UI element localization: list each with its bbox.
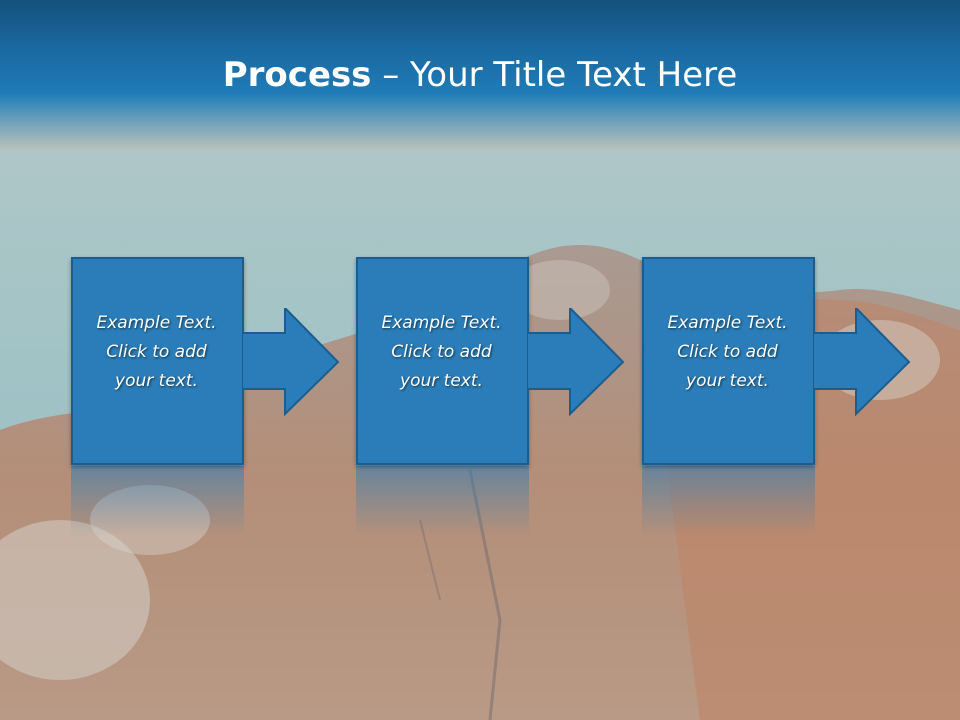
- step-3-box[interactable]: [642, 257, 815, 465]
- step-1-line-1: Example Text.: [96, 313, 217, 333]
- step-3-text[interactable]: Example Text. Click to add your text.: [650, 309, 805, 396]
- process-step-3[interactable]: Example Text. Click to add your text.: [642, 257, 911, 465]
- step-1-arrow-icon: [242, 308, 340, 417]
- step-2-reflection: [356, 466, 529, 536]
- process-step-2[interactable]: Example Text. Click to add your text.: [356, 257, 625, 465]
- step-3-reflection: [642, 466, 815, 536]
- step-2-box[interactable]: [356, 257, 529, 465]
- step-3-arrow-icon: [813, 308, 911, 417]
- title-bold: Process: [222, 55, 372, 95]
- step-1-reflection: [71, 466, 244, 536]
- step-1-line-3: your text.: [115, 371, 198, 391]
- title-rest: – Your Title Text Here: [371, 55, 738, 95]
- step-3-line-3: your text.: [686, 371, 769, 391]
- step-2-line-1: Example Text.: [381, 313, 502, 333]
- step-3-line-2: Click to add: [677, 342, 778, 362]
- step-1-box[interactable]: [71, 257, 244, 465]
- step-1-line-2: Click to add: [106, 342, 207, 362]
- process-step-1[interactable]: Example Text. Click to add your text.: [71, 257, 340, 465]
- step-2-text[interactable]: Example Text. Click to add your text.: [364, 309, 519, 396]
- step-2-line-3: your text.: [400, 371, 483, 391]
- step-2-arrow-icon: [527, 308, 625, 417]
- step-3-line-1: Example Text.: [667, 313, 788, 333]
- title-bar: [0, 0, 960, 150]
- step-1-text[interactable]: Example Text. Click to add your text.: [79, 309, 234, 396]
- step-2-line-2: Click to add: [391, 342, 492, 362]
- slide-title[interactable]: Process – Your Title Text Here: [0, 52, 960, 98]
